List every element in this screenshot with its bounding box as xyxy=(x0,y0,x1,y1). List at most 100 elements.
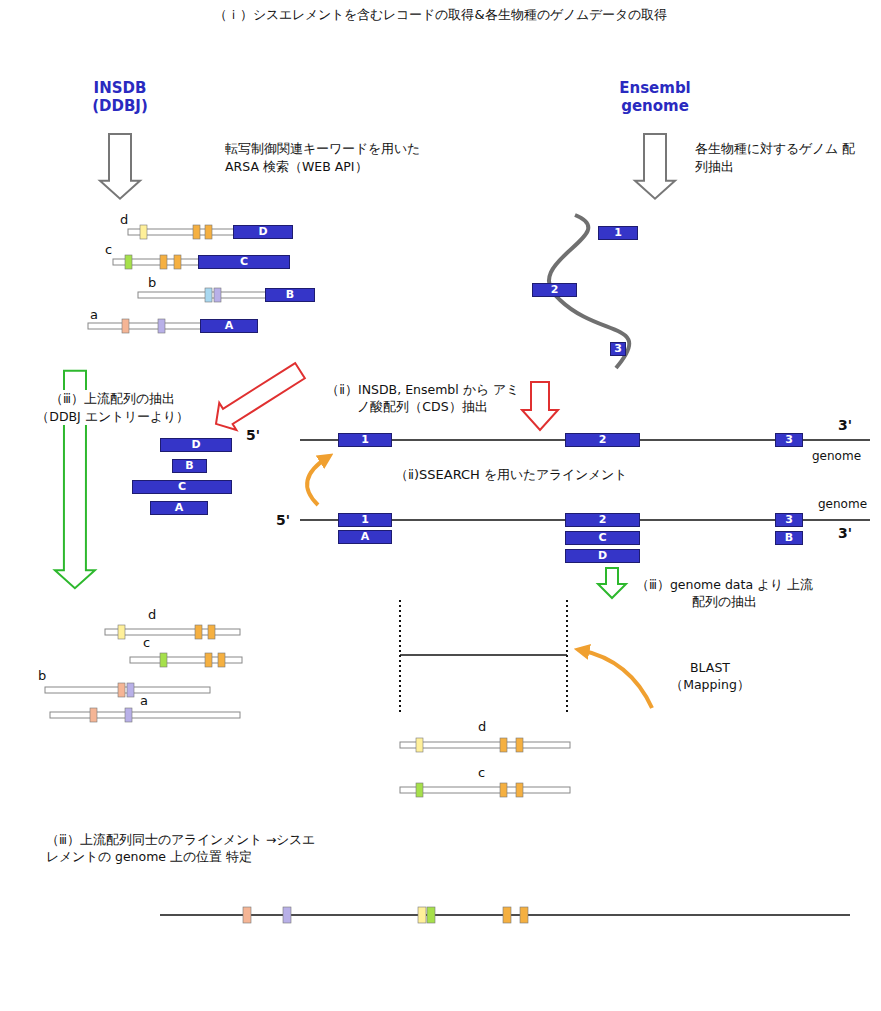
cis-element-mark xyxy=(118,683,125,697)
gene-label: D xyxy=(191,439,200,451)
cis-element-mark xyxy=(500,738,507,752)
cis-element-mark xyxy=(516,783,523,797)
cis-element-mark xyxy=(174,255,181,269)
gene-box: 3 xyxy=(775,513,803,527)
cis-element-mark xyxy=(205,653,212,667)
gene-label: 1 xyxy=(361,434,369,446)
gene-label: 3 xyxy=(785,434,793,446)
cis-element-mark xyxy=(193,225,200,239)
sequence-bar xyxy=(400,742,570,748)
cis-element-mark xyxy=(283,907,291,923)
gene-label: D xyxy=(258,226,267,238)
upstream-region xyxy=(400,654,567,656)
cis-element-mark xyxy=(218,653,225,667)
upstream-region xyxy=(399,600,401,712)
gene-box: D xyxy=(233,225,293,239)
database-name: INSDB (DDBJ) xyxy=(85,80,155,115)
cis-element-mark xyxy=(160,653,167,667)
annotation-label: （ⅲ）genome data より 上流配列の抽出 xyxy=(632,577,817,611)
genome-line xyxy=(300,440,870,520)
diagram-part xyxy=(120,418,240,536)
cis-element-mark xyxy=(500,783,507,797)
gene-box: 2 xyxy=(565,513,640,527)
cis-element-mark xyxy=(243,907,251,923)
annotation-label: 5' xyxy=(276,511,290,530)
cis-element-mark xyxy=(205,225,212,239)
cis-element-mark xyxy=(205,288,212,302)
sequence-bar xyxy=(50,712,240,718)
gene-box: B xyxy=(172,459,207,473)
gene-label: C xyxy=(240,256,248,268)
gene-label: 3 xyxy=(785,514,793,526)
gene-label: A xyxy=(361,531,370,543)
sequence-bar xyxy=(400,787,570,793)
gene-label: B xyxy=(785,532,793,544)
diagram-part xyxy=(520,195,770,378)
flow-arrow xyxy=(100,134,140,199)
sequence-letter: c xyxy=(105,242,112,257)
gene-label: B xyxy=(185,460,193,472)
gene-box: A xyxy=(200,319,258,333)
sequence-letter: b xyxy=(38,668,46,683)
callout-box: （ⅲ）上流配列同士のアラインメント →シスエレメントの genome 上の位置 … xyxy=(38,826,328,872)
gene-box: B xyxy=(265,288,315,302)
gene-box: C xyxy=(132,480,232,494)
gene-label: 2 xyxy=(551,284,559,296)
gene-label: A xyxy=(175,502,184,514)
cis-element-mark xyxy=(503,907,511,923)
extract-arrow xyxy=(598,568,626,598)
gene-box: 2 xyxy=(565,433,640,447)
cis-element-mark xyxy=(520,907,528,923)
diagram-part xyxy=(30,195,330,378)
cis-element-mark xyxy=(214,288,221,302)
diagram-part xyxy=(55,52,185,134)
flow-arrow xyxy=(216,363,305,430)
cis-element-mark xyxy=(122,319,129,333)
gene-label: 3 xyxy=(614,343,622,355)
gene-box: 3 xyxy=(775,433,803,447)
diagram-part xyxy=(590,52,720,134)
extract-arrow xyxy=(522,382,558,430)
cylinder-outline xyxy=(30,195,330,378)
cis-element-mark xyxy=(140,225,147,239)
cis-element-mark xyxy=(122,225,221,333)
callout-text: （ⅲ）上流配列同士のアラインメント →シスエレメントの genome 上の位置 … xyxy=(38,826,328,872)
step-label: 転写制御関連キーワードを用いた ARSA 検索（WEB API） xyxy=(225,140,440,175)
database-cylinder: INSDB (DDBJ) xyxy=(55,52,185,134)
gene-box: 1 xyxy=(598,226,638,240)
cis-element-mark xyxy=(427,907,435,923)
gene-box: A xyxy=(338,530,392,544)
cylinder-outline xyxy=(120,418,240,536)
cis-element-mark xyxy=(208,625,215,639)
cis-element-mark xyxy=(416,738,423,752)
diagram-part xyxy=(590,52,720,70)
gene-label: D xyxy=(598,550,607,562)
cis-element-mark xyxy=(125,255,132,269)
annotation-label: genome xyxy=(818,496,867,512)
diagram-title: （ｉ）シスエレメントを含むレコードの取得&各生物種のゲノムデータの取得 xyxy=(0,6,881,24)
cis-element-mark xyxy=(158,319,165,333)
gene-box: C xyxy=(198,255,290,269)
diagram-part xyxy=(38,826,328,899)
gene-box: C xyxy=(565,531,640,545)
cis-element-mark xyxy=(90,708,97,722)
database-cylinder: Ensembl genome xyxy=(590,52,720,134)
gene-box: 1 xyxy=(338,513,392,527)
annotation-label: 3' xyxy=(838,416,852,435)
sequence-letter: d xyxy=(148,607,156,622)
sequence-letter: a xyxy=(90,307,98,322)
annotation-label: 5' xyxy=(246,426,260,445)
upstream-region xyxy=(566,600,568,712)
annotation-label: genome xyxy=(812,448,861,464)
gene-box: D xyxy=(565,549,640,563)
annotation-label: BLAST （Mapping） xyxy=(660,660,760,694)
cis-element-mark xyxy=(416,783,423,797)
annotation-label: c xyxy=(478,764,485,782)
annotation-label: （ⅱ)SSEARCH を用いたアラインメント xyxy=(395,466,645,484)
database-cylinder: 1 2 3 xyxy=(520,195,770,378)
gene-label: C xyxy=(598,532,606,544)
database-cylinder: dcbaDCBA xyxy=(30,195,330,378)
gene-box: 3 xyxy=(610,342,626,356)
cis-element-mark xyxy=(160,255,167,269)
